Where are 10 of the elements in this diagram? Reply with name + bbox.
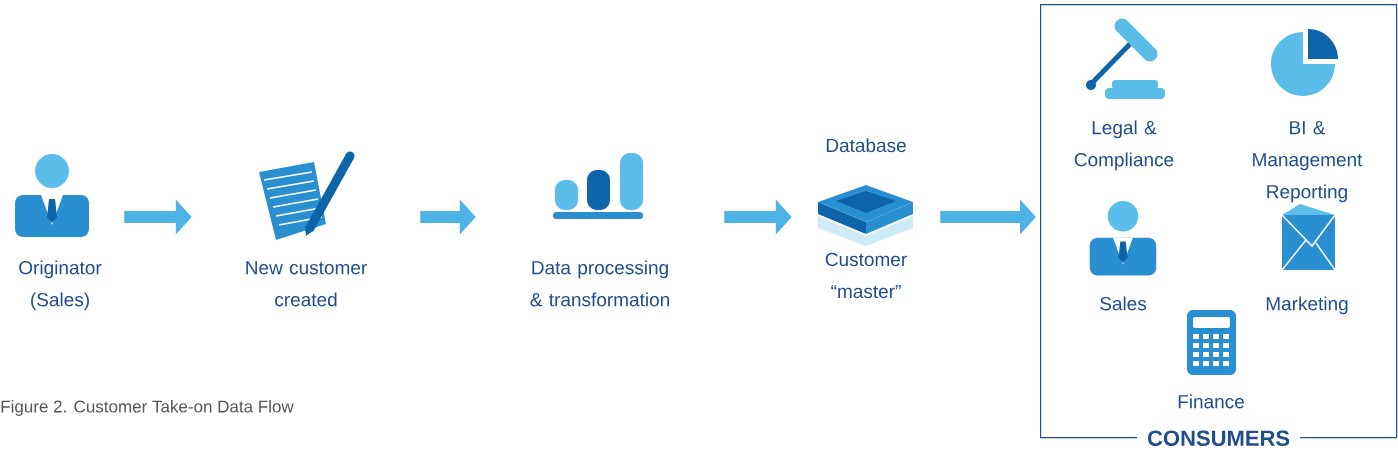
consumer-label: Marketing xyxy=(1266,296,1348,315)
consumer-label: Finance xyxy=(1178,394,1244,409)
step-label: Originator (Sales) xyxy=(19,260,102,311)
consumer-label: BI & Management Reporting xyxy=(1253,121,1363,203)
step-label: New customer created xyxy=(246,261,367,307)
step-label: Data processing & transformation xyxy=(530,260,669,307)
consumer-label: Legal & Compliance xyxy=(1074,120,1174,171)
figure-caption: Figure 2. Customer Take-on Data Flow xyxy=(1,400,294,416)
consumer-label: Sales xyxy=(1100,296,1147,311)
step-label: Database Customer “master” xyxy=(825,138,907,299)
